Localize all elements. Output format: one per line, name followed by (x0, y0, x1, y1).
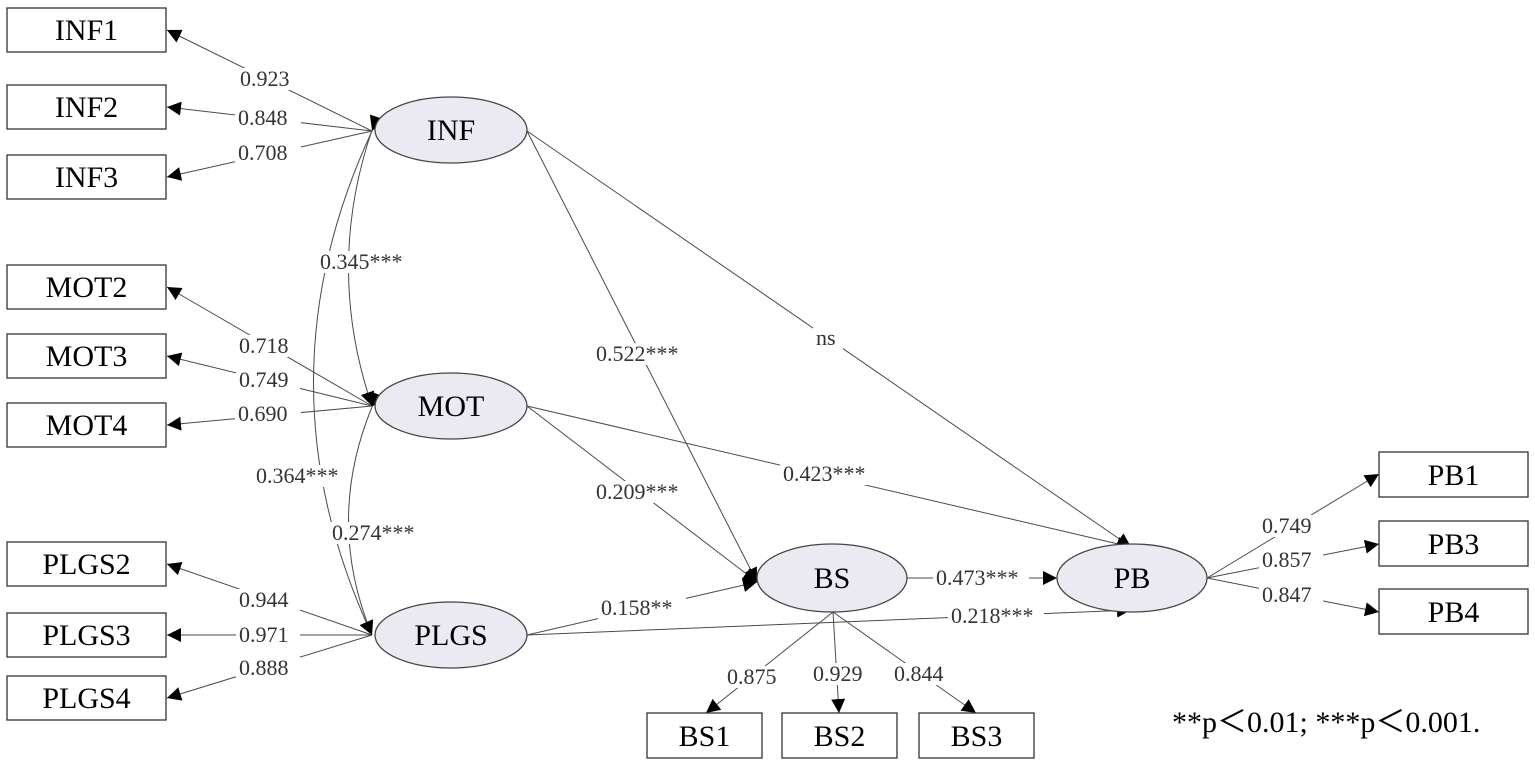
latent-inf: INF (374, 96, 528, 164)
indicator-bs1: BS1 (646, 712, 763, 759)
loading-mot3: 0.749 (239, 367, 289, 392)
indicator-bs2-label: BS2 (814, 720, 866, 753)
edge-bs-bs2 (831, 611, 846, 714)
indicator-mot3: MOT3 (6, 333, 167, 379)
indicator-pb4-label: PB4 (1428, 596, 1480, 629)
edge-bs-bs1 (705, 611, 834, 714)
path-inf-pb-label: ns (816, 325, 836, 350)
latent-mot: MOT (374, 372, 528, 440)
indicator-bs2: BS2 (781, 712, 898, 759)
latent-pb: PB (1056, 543, 1208, 613)
corr-mot-plgs (348, 391, 384, 636)
latent-bs: BS (756, 543, 908, 613)
indicator-inf2: INF2 (6, 84, 167, 130)
indicator-inf2-label: INF2 (55, 91, 118, 124)
corr-inf-plgs-label: 0.364*** (256, 463, 339, 488)
indicator-plgs2-label: PLGS2 (42, 548, 130, 581)
indicator-bs3: BS3 (918, 712, 1035, 759)
significance-note: **p＜0.01; ***p＜0.001. (1172, 706, 1480, 739)
indicator-bs3-label: BS3 (951, 720, 1003, 753)
loading-bs2: 0.929 (813, 661, 863, 686)
indicator-plgs4-label: PLGS4 (42, 682, 130, 715)
indicator-pb3-label: PB3 (1428, 528, 1480, 561)
indicator-plgs4: PLGS4 (6, 675, 167, 721)
indicator-mot3-label: MOT3 (46, 340, 128, 373)
latent-plgs-label: PLGS (414, 619, 487, 652)
latent-plgs: PLGS (374, 601, 528, 669)
loading-inf2: 0.848 (238, 105, 288, 130)
indicator-pb1: PB1 (1378, 451, 1529, 498)
loading-inf1: 0.923 (240, 66, 290, 91)
loading-mot2: 0.718 (239, 333, 289, 358)
corr-inf-mot-label: 0.345*** (320, 249, 403, 274)
loading-pb3: 0.857 (1262, 547, 1312, 572)
indicator-pb4: PB4 (1378, 588, 1529, 635)
indicator-inf3: INF3 (6, 154, 167, 200)
corr-inf-plgs (313, 115, 385, 636)
loading-plgs3: 0.971 (239, 622, 289, 647)
path-mot-pb-label: 0.423*** (783, 461, 866, 486)
latent-bs-label: BS (814, 562, 851, 595)
indicator-plgs3: PLGS3 (6, 612, 167, 658)
path-plgs-bs-label: 0.158** (601, 595, 673, 620)
corr-mot-plgs-label: 0.274*** (332, 520, 415, 545)
loading-plgs4: 0.888 (239, 655, 289, 680)
indicator-mot4-label: MOT4 (46, 409, 128, 442)
path-plgs-pb-label: 0.218*** (951, 603, 1034, 628)
indicator-mot2: MOT2 (6, 264, 167, 310)
indicator-plgs3-label: PLGS3 (42, 619, 130, 652)
indicator-inf3-label: INF3 (55, 161, 118, 194)
loading-mot4: 0.690 (238, 401, 288, 426)
loading-pb4: 0.847 (1262, 582, 1312, 607)
path-mot-bs-label: 0.209*** (596, 479, 679, 504)
indicator-plgs2: PLGS2 (6, 541, 167, 587)
loading-inf3: 0.708 (238, 140, 288, 165)
loading-plgs2: 0.944 (239, 587, 289, 612)
latent-pb-label: PB (1114, 562, 1151, 595)
loading-bs3: 0.844 (894, 661, 944, 686)
loading-bs1: 0.875 (727, 664, 777, 689)
indicator-inf1-label: INF1 (55, 14, 118, 47)
indicator-pb1-label: PB1 (1428, 459, 1480, 492)
path-bs-pb-label: 0.473*** (936, 565, 1019, 590)
latent-inf-label: INF (427, 114, 475, 147)
edge-bs-bs3 (832, 611, 977, 714)
indicator-mot2-label: MOT2 (46, 271, 128, 304)
loading-pb1: 0.749 (1262, 513, 1312, 538)
indicator-mot4: MOT4 (6, 402, 167, 448)
path-inf-bs-label: 0.522*** (596, 341, 679, 366)
coef-labels: 0.923 0.848 0.708 0.718 0.749 0.690 0.94… (235, 66, 1323, 689)
latent-mot-label: MOT (418, 390, 485, 423)
indicator-bs1-label: BS1 (679, 720, 731, 753)
indicator-inf1: INF1 (6, 7, 167, 53)
indicator-pb3: PB3 (1378, 520, 1529, 567)
